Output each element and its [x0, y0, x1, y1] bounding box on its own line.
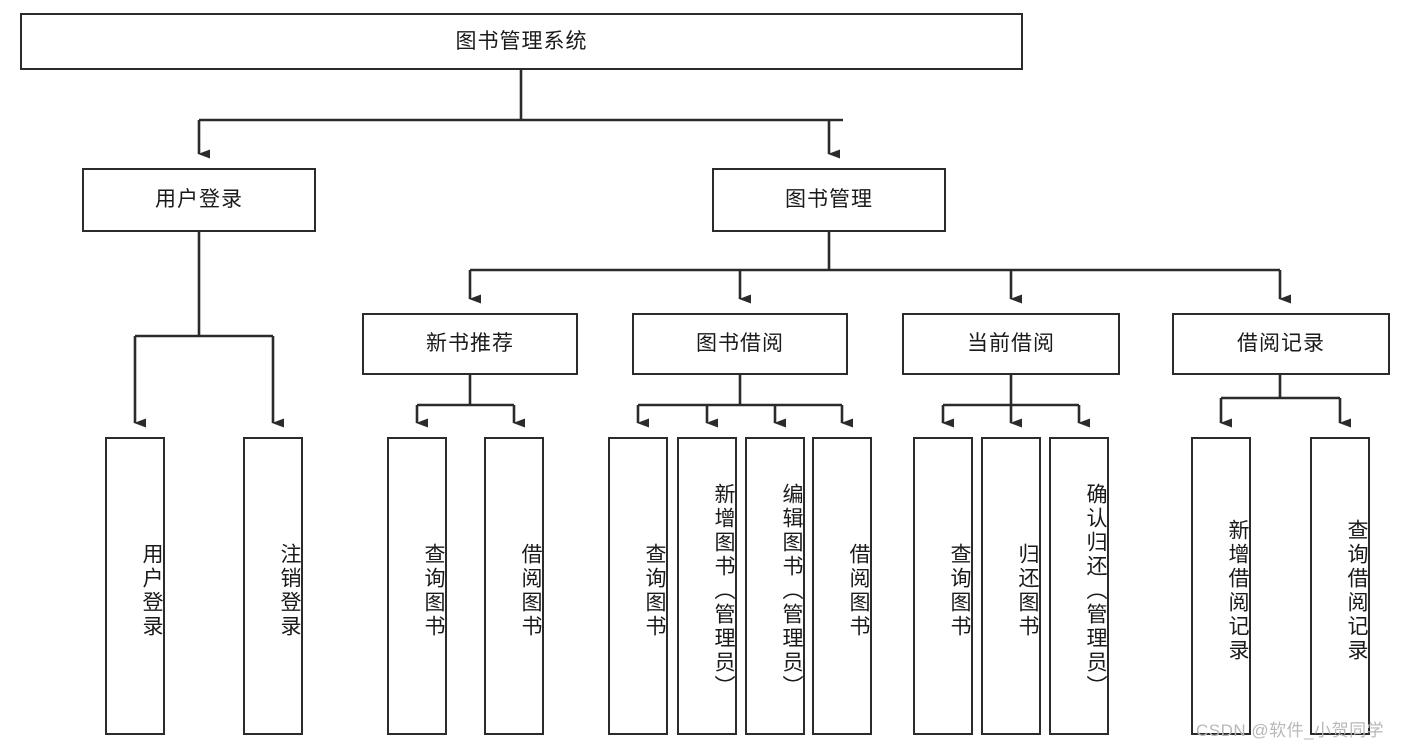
node-label: 查询图书: [643, 543, 666, 639]
node-label: 查询借阅记录: [1345, 519, 1368, 663]
node-leaf-query-book-recommend[interactable]: 查询图书: [387, 437, 447, 735]
node-label: 图书管理: [785, 188, 873, 212]
node-label: 借阅记录: [1237, 332, 1325, 356]
node-leaf-user-login[interactable]: 用户登录: [105, 437, 165, 735]
node-book-management[interactable]: 图书管理: [712, 168, 946, 232]
node-label: 当前借阅: [967, 332, 1055, 356]
node-label: 确认归还（管理员）: [1084, 483, 1107, 699]
node-label: 新增图书（管理员）: [712, 483, 735, 699]
node-label: 借阅图书: [847, 543, 870, 639]
node-book-borrow[interactable]: 图书借阅: [632, 313, 848, 375]
node-label: 用户登录: [155, 188, 243, 212]
node-label: 查询图书: [422, 543, 445, 639]
node-leaf-edit-book-admin[interactable]: 编辑图书（管理员）: [745, 437, 805, 735]
node-leaf-borrow-book[interactable]: 借阅图书: [812, 437, 872, 735]
node-leaf-borrow-book-recommend[interactable]: 借阅图书: [484, 437, 544, 735]
node-new-book-recommend[interactable]: 新书推荐: [362, 313, 578, 375]
node-leaf-query-book-borrow[interactable]: 查询图书: [608, 437, 668, 735]
node-leaf-add-book-admin[interactable]: 新增图书（管理员）: [677, 437, 737, 735]
node-label: 归还图书: [1016, 543, 1039, 639]
node-leaf-add-borrow-record[interactable]: 新增借阅记录: [1191, 437, 1251, 735]
node-leaf-logout[interactable]: 注销登录: [243, 437, 303, 735]
node-leaf-confirm-return-admin[interactable]: 确认归还（管理员）: [1049, 437, 1109, 735]
node-label: 编辑图书（管理员）: [780, 483, 803, 699]
node-root-book-management-system[interactable]: 图书管理系统: [20, 13, 1023, 70]
node-label: 图书借阅: [696, 332, 784, 356]
node-user-login[interactable]: 用户登录: [82, 168, 316, 232]
csdn-watermark: CSDN @软件_小贺同学: [1196, 721, 1385, 740]
node-label: 新书推荐: [426, 332, 514, 356]
node-label: 图书管理系统: [455, 29, 588, 53]
node-label: 查询图书: [948, 543, 971, 639]
node-label: 用户登录: [140, 543, 163, 639]
node-leaf-query-borrow-record[interactable]: 查询借阅记录: [1310, 437, 1370, 735]
node-leaf-query-book-current[interactable]: 查询图书: [913, 437, 973, 735]
node-current-borrow[interactable]: 当前借阅: [902, 313, 1120, 375]
node-label: 注销登录: [278, 543, 301, 639]
node-label: 借阅图书: [519, 543, 542, 639]
node-label: 新增借阅记录: [1226, 519, 1249, 663]
node-borrow-record[interactable]: 借阅记录: [1172, 313, 1390, 375]
node-leaf-return-book[interactable]: 归还图书: [981, 437, 1041, 735]
